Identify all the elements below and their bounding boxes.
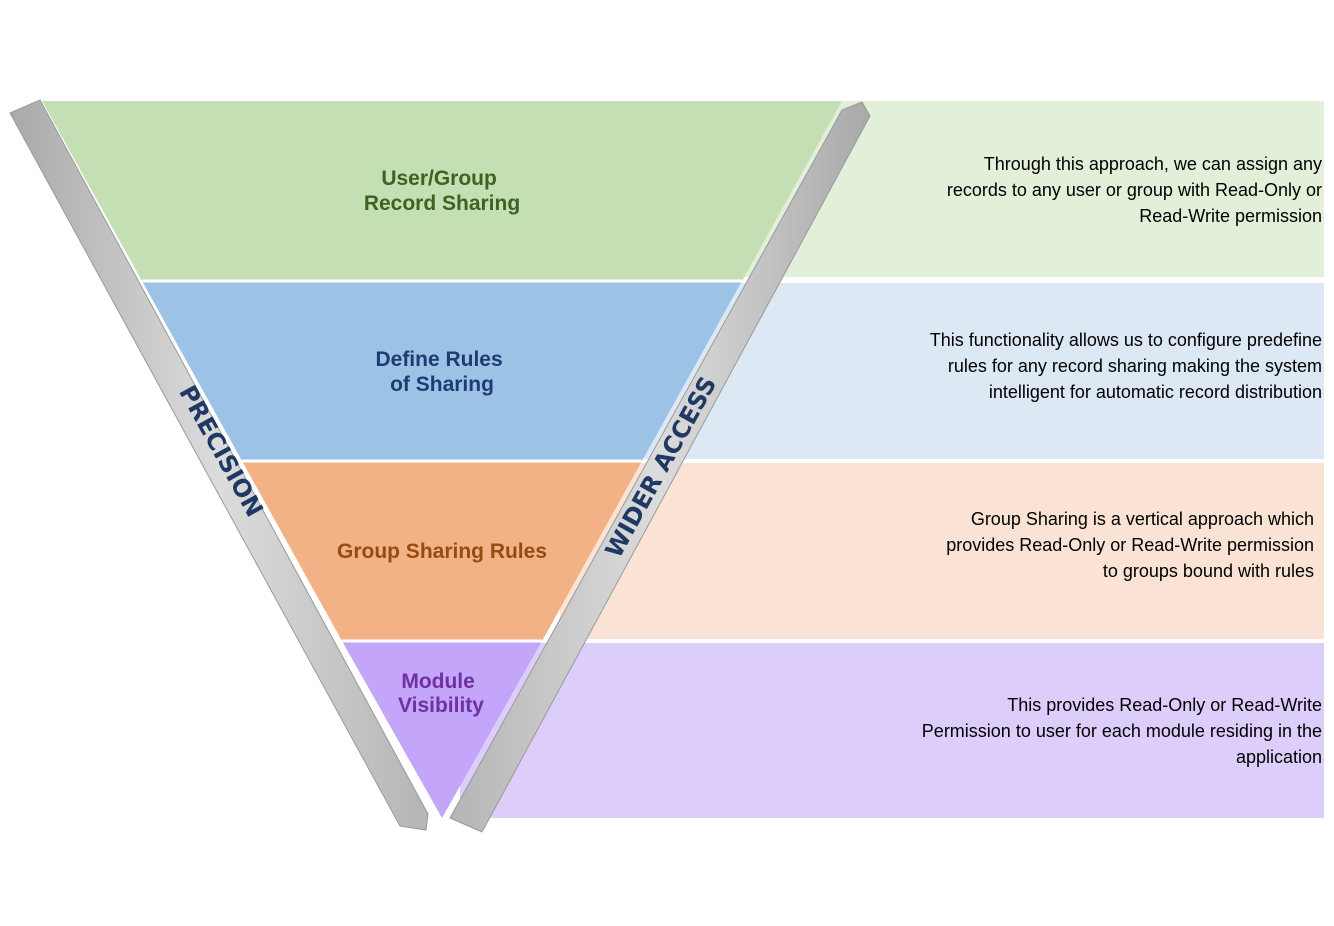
level-3-title: Group Sharing Rules: [337, 540, 547, 563]
level-1-description: Through this approach, we can assign any…: [946, 154, 1322, 226]
level-2-description: This functionality allows us to configur…: [929, 330, 1322, 402]
level-4-description: This provides Read-Only or Read-Write Pe…: [921, 695, 1322, 767]
funnel-segment-1: [42, 101, 842, 281]
wider-access-arrow-bar: [449, 101, 871, 833]
funnel-segment-2: [142, 281, 742, 461]
level-1-title: User/Group Record Sharing: [364, 167, 520, 215]
description-panel-4: [460, 643, 1324, 818]
level-2-title: Define Rules of Sharing: [375, 348, 508, 396]
precision-arrow-bar: [9, 99, 429, 831]
level-3-description: Group Sharing is a vertical approach whi…: [946, 509, 1314, 581]
funnel-segment-3: [242, 461, 642, 641]
funnel-segment-4: [342, 641, 542, 818]
level-4-title: Module Visibility: [398, 670, 484, 717]
description-panel-3: [560, 463, 1324, 639]
